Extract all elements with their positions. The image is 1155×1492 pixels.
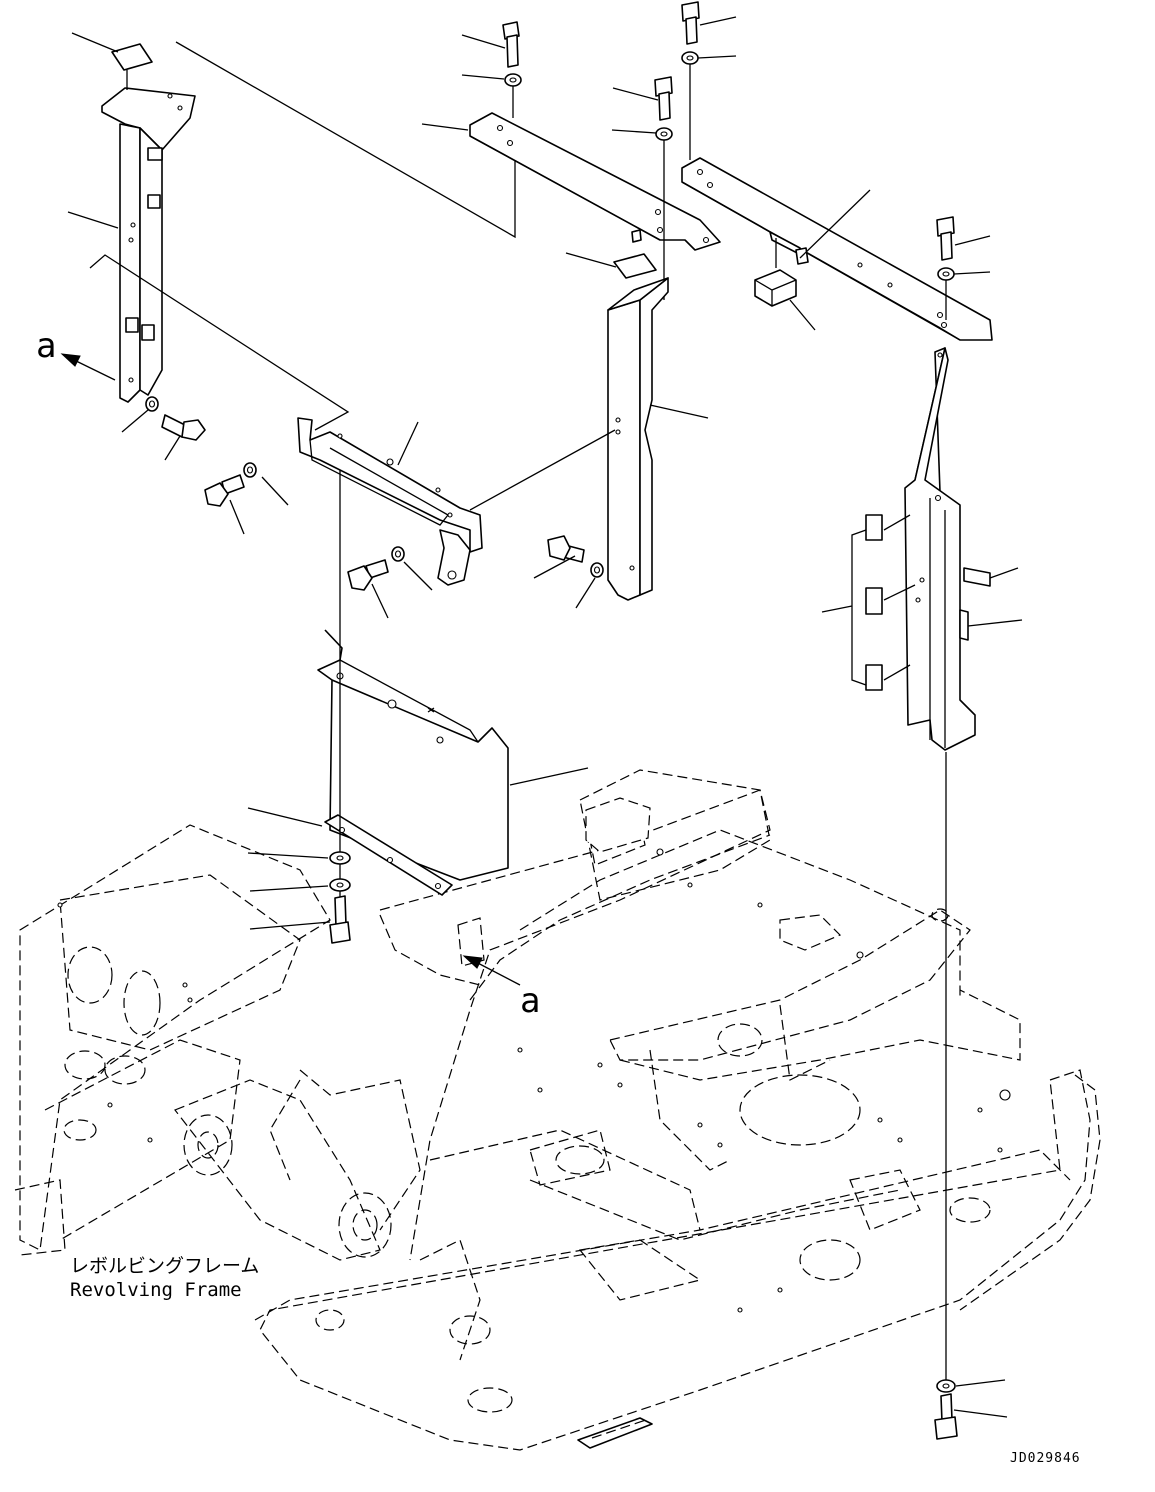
view-arrow-a-bottom: a [462, 955, 540, 1021]
view-label-a-top: a [36, 326, 56, 366]
bolt-group-left [121, 396, 206, 461]
lower-cover [247, 470, 589, 944]
arrow-a-icon [462, 955, 483, 969]
frame-label-en: Revolving Frame [70, 1279, 242, 1301]
middle-vertical-stay [469, 252, 709, 601]
arrow-a-icon [60, 353, 81, 367]
upper-right-plate [611, 1, 993, 341]
revolving-frame [14, 769, 1101, 1451]
view-arrow-a-top: a [36, 326, 116, 381]
middle-horizontal-bracket [204, 417, 604, 619]
left-vertical-stay [67, 32, 196, 403]
drawing-code: JD029846 [1010, 1451, 1081, 1466]
right-vertical-stay [821, 347, 1023, 1440]
frame-label-jp: レボルビングフレーム [70, 1255, 259, 1277]
upper-middle-plate [421, 21, 721, 251]
view-label-a-bottom: a [520, 981, 540, 1021]
